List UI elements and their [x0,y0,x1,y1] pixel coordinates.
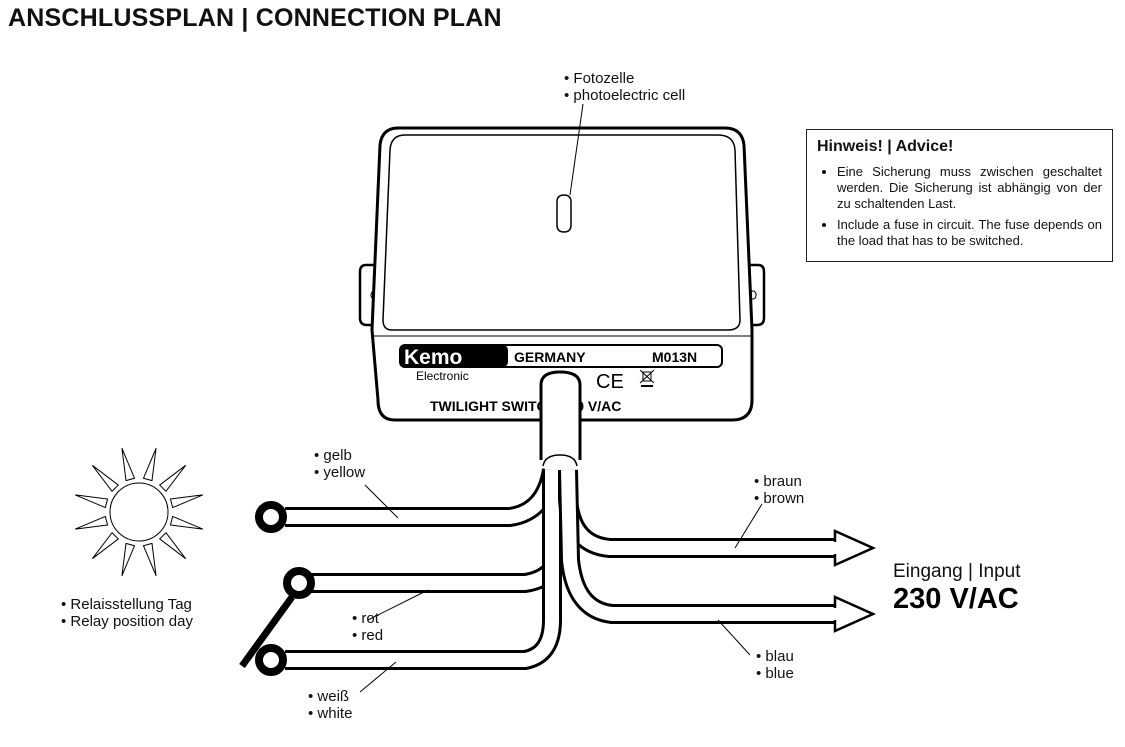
brand-sub: Electronic [416,369,469,383]
brand-logo: Kemo [404,346,462,369]
sun-ray [158,464,187,493]
sun-ray [75,494,109,509]
model-number: M013N [652,349,697,365]
crossed-bin-icon [639,369,655,387]
photocell-label: Fotozelle photoelectric cell [564,70,685,104]
wire-label-yellow: gelb yellow [314,447,365,481]
sun-ray [75,515,109,530]
brand-country: GERMANY [514,349,586,365]
advice-box: Hinweis! | Advice! Eine Sicherung muss z… [806,129,1113,262]
page-title: ANSCHLUSSPLAN | CONNECTION PLAN [8,4,502,32]
sun-ray [158,531,187,560]
sun-icon [75,448,203,576]
wire-label-blue: blau blue [756,648,793,682]
arrow-right-icon [833,595,877,633]
terminal-ring-icon [283,567,315,599]
sun-ray [142,448,157,482]
product-name: TWILIGHT SWITCH 230 V/AC [430,398,621,414]
leader-lines [359,484,763,693]
relay-position-label: Relaisstellung Tag Relay position day [61,596,193,630]
relay-switch-icon [239,594,295,669]
advice-title: Hinweis! | Advice! [817,138,954,155]
ce-mark: CE [596,371,624,393]
arrow-right-icon [833,529,877,567]
device-label-plate: Kemo GERMANY M013N Electronic CE TWILIGH… [399,344,723,414]
sun-ray [169,515,203,530]
wire-label-brown: braun brown [754,473,804,507]
advice-item: Include a fuse in circuit. The fuse depe… [837,217,1102,249]
advice-item: Eine Sicherung muss zwischen geschaltet … [837,164,1102,212]
cable-sleeve [539,370,582,467]
sun-ray [121,542,136,576]
input-voltage: 230 V/AC [893,583,1019,615]
sun-ray [121,448,136,482]
sun-ray [91,464,120,493]
terminal-ring-icon [255,644,287,676]
sun-ray [142,542,157,576]
advice-list: Eine Sicherung muss zwischen geschaltet … [817,164,1102,249]
terminal-ring-icon [255,501,287,533]
photocell-icon [556,103,584,233]
wire-blue [558,469,835,624]
input-label: Eingang | Input [893,561,1021,582]
sun-ray [91,531,120,560]
wire-label-white: weiß white [308,688,352,722]
wire-label-red: rot red [352,610,383,644]
sun-ray [169,494,203,509]
wire-white [285,470,562,670]
